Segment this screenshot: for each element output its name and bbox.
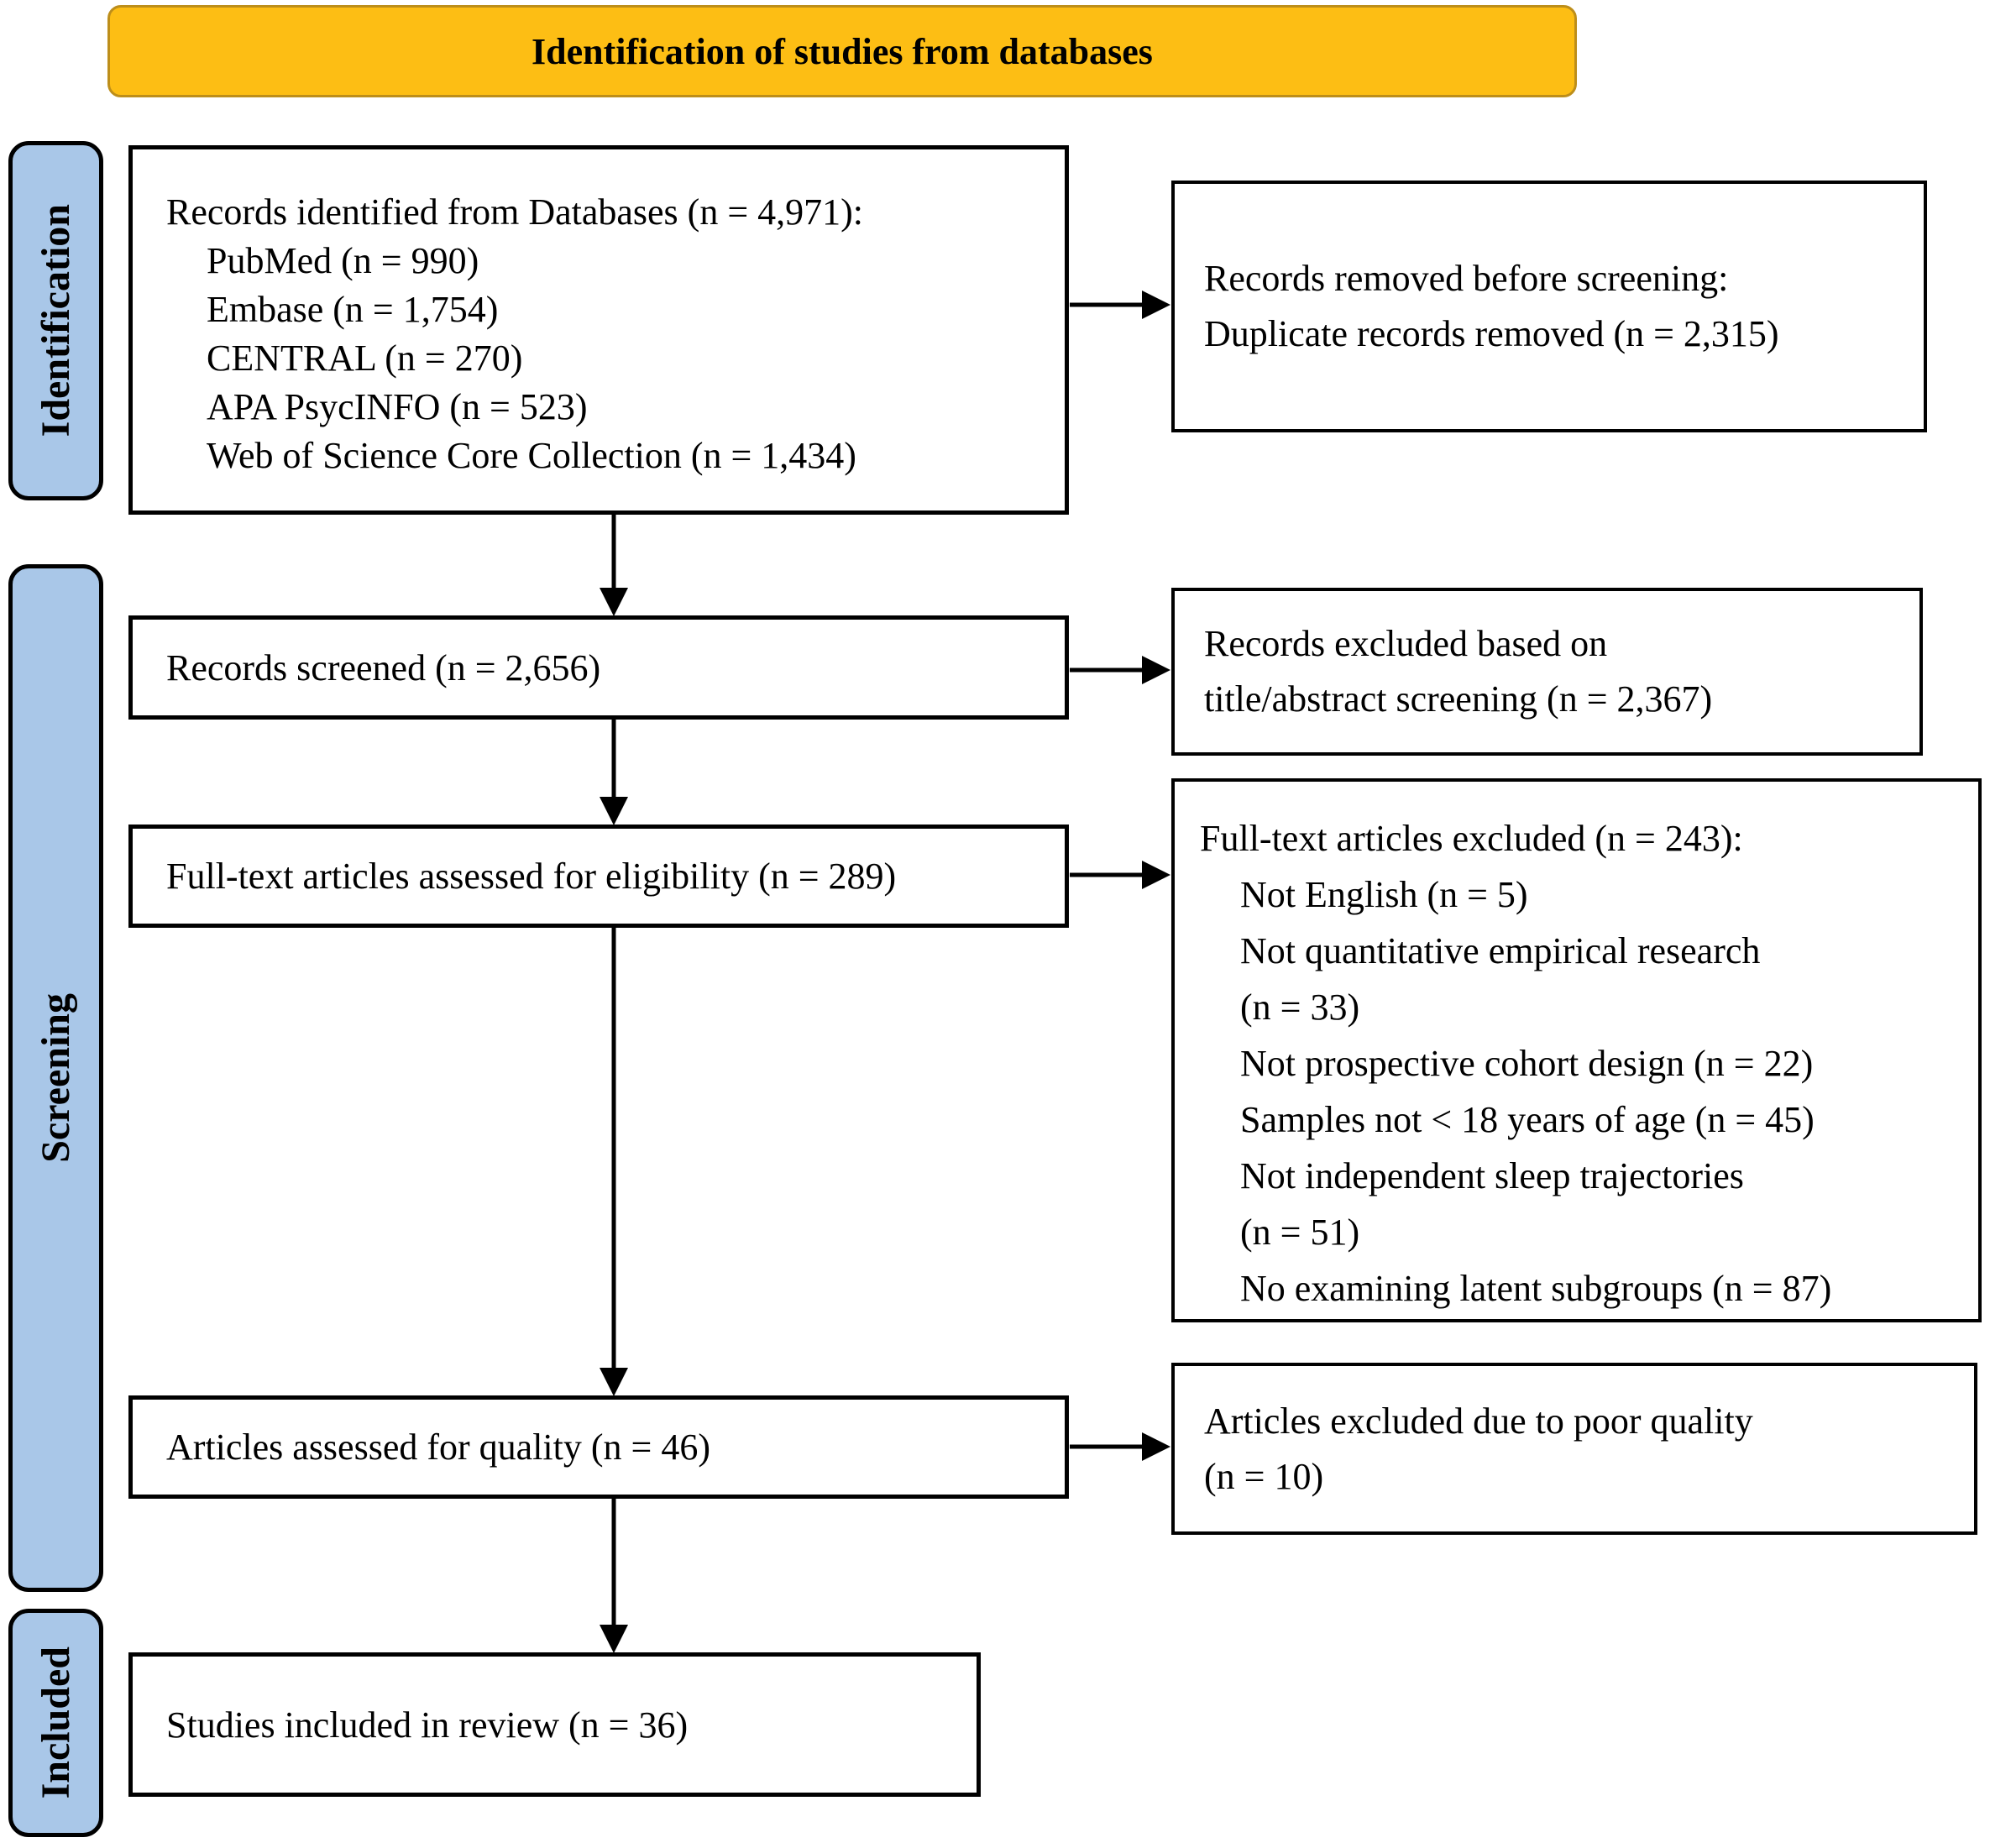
box-records-excluded-screening: Records excluded based on title/abstract… — [1171, 588, 1923, 756]
records-removed-line2: Duplicate records removed (n = 2,315) — [1204, 313, 1779, 354]
records-removed-line1: Records removed before screening: — [1204, 258, 1729, 299]
arrow-fulltext-to-excluded — [1070, 861, 1170, 889]
exclusion-reason: No examining latent subgroups (n = 87) — [1240, 1268, 1832, 1309]
stage-label-identification-text: Identification — [34, 204, 78, 437]
stage-label-screening-text: Screening — [34, 993, 78, 1163]
quality-excluded-line1: Articles excluded due to poor quality — [1204, 1400, 1753, 1442]
box-fulltext-excluded: Full-text articles excluded (n = 243): N… — [1171, 778, 1982, 1322]
records-screened-text: Records screened (n = 2,656) — [166, 647, 601, 688]
arrow-identified-to-screened — [600, 515, 628, 616]
banner-title: Identification of studies from databases — [532, 30, 1153, 72]
stage-label-screening: Screening — [8, 564, 103, 1592]
arrow-screened-to-fulltext — [600, 720, 628, 825]
exclusion-reason: Samples not < 18 years of age (n = 45) — [1240, 1099, 1815, 1140]
studies-included-text: Studies included in review (n = 36) — [166, 1704, 689, 1746]
database-item-wos: Web of Science Core Collection (n = 1,43… — [207, 435, 856, 476]
fulltext-assessed-text: Full-text articles assessed for eligibil… — [166, 856, 897, 897]
database-item-central: CENTRAL (n = 270) — [207, 338, 523, 379]
exclusion-reason: Not English (n = 5) — [1240, 874, 1528, 915]
box-fulltext-assessed: Full-text articles assessed for eligibil… — [128, 825, 1069, 928]
database-item-pubmed: PubMed (n = 990) — [207, 240, 479, 281]
database-item-embase: Embase (n = 1,754) — [207, 289, 499, 330]
arrow-quality-to-excluded — [1070, 1432, 1170, 1461]
banner: Identification of studies from databases — [107, 5, 1577, 97]
fulltext-excluded-title: Full-text articles excluded (n = 243): — [1200, 818, 1743, 859]
records-identified-title: Records identified from Databases (n = 4… — [166, 191, 864, 233]
exclusion-reason: (n = 51) — [1240, 1212, 1360, 1253]
stage-label-identification: Identification — [8, 141, 103, 500]
box-quality-assessed: Articles assessed for quality (n = 46) — [128, 1395, 1069, 1499]
records-excluded-line2: title/abstract screening (n = 2,367) — [1204, 678, 1713, 720]
database-item-psycinfo: APA PsycINFO (n = 523) — [207, 386, 588, 427]
stage-label-included-text: Included — [34, 1646, 78, 1799]
arrow-fulltext-to-quality — [600, 928, 628, 1396]
quality-assessed-text: Articles assessed for quality (n = 46) — [166, 1427, 710, 1468]
box-records-screened: Records screened (n = 2,656) — [128, 615, 1069, 720]
exclusion-reason: Not independent sleep trajectories — [1240, 1155, 1744, 1196]
exclusion-reason: (n = 33) — [1240, 987, 1360, 1028]
exclusion-reason: Not quantitative empirical research — [1240, 930, 1761, 971]
arrow-quality-to-included — [600, 1499, 628, 1653]
quality-excluded-line2: (n = 10) — [1204, 1455, 1324, 1497]
arrow-identified-to-removed — [1070, 291, 1170, 319]
box-studies-included: Studies included in review (n = 36) — [128, 1652, 981, 1797]
stage-label-included: Included — [8, 1609, 103, 1837]
arrow-screened-to-excluded — [1070, 656, 1170, 684]
box-quality-excluded: Articles excluded due to poor quality (n… — [1171, 1363, 1977, 1535]
exclusion-reason: Not prospective cohort design (n = 22) — [1240, 1043, 1814, 1084]
records-excluded-line1: Records excluded based on — [1204, 623, 1608, 664]
box-records-removed: Records removed before screening: Duplic… — [1171, 181, 1927, 432]
box-records-identified: Records identified from Databases (n = 4… — [128, 145, 1069, 515]
